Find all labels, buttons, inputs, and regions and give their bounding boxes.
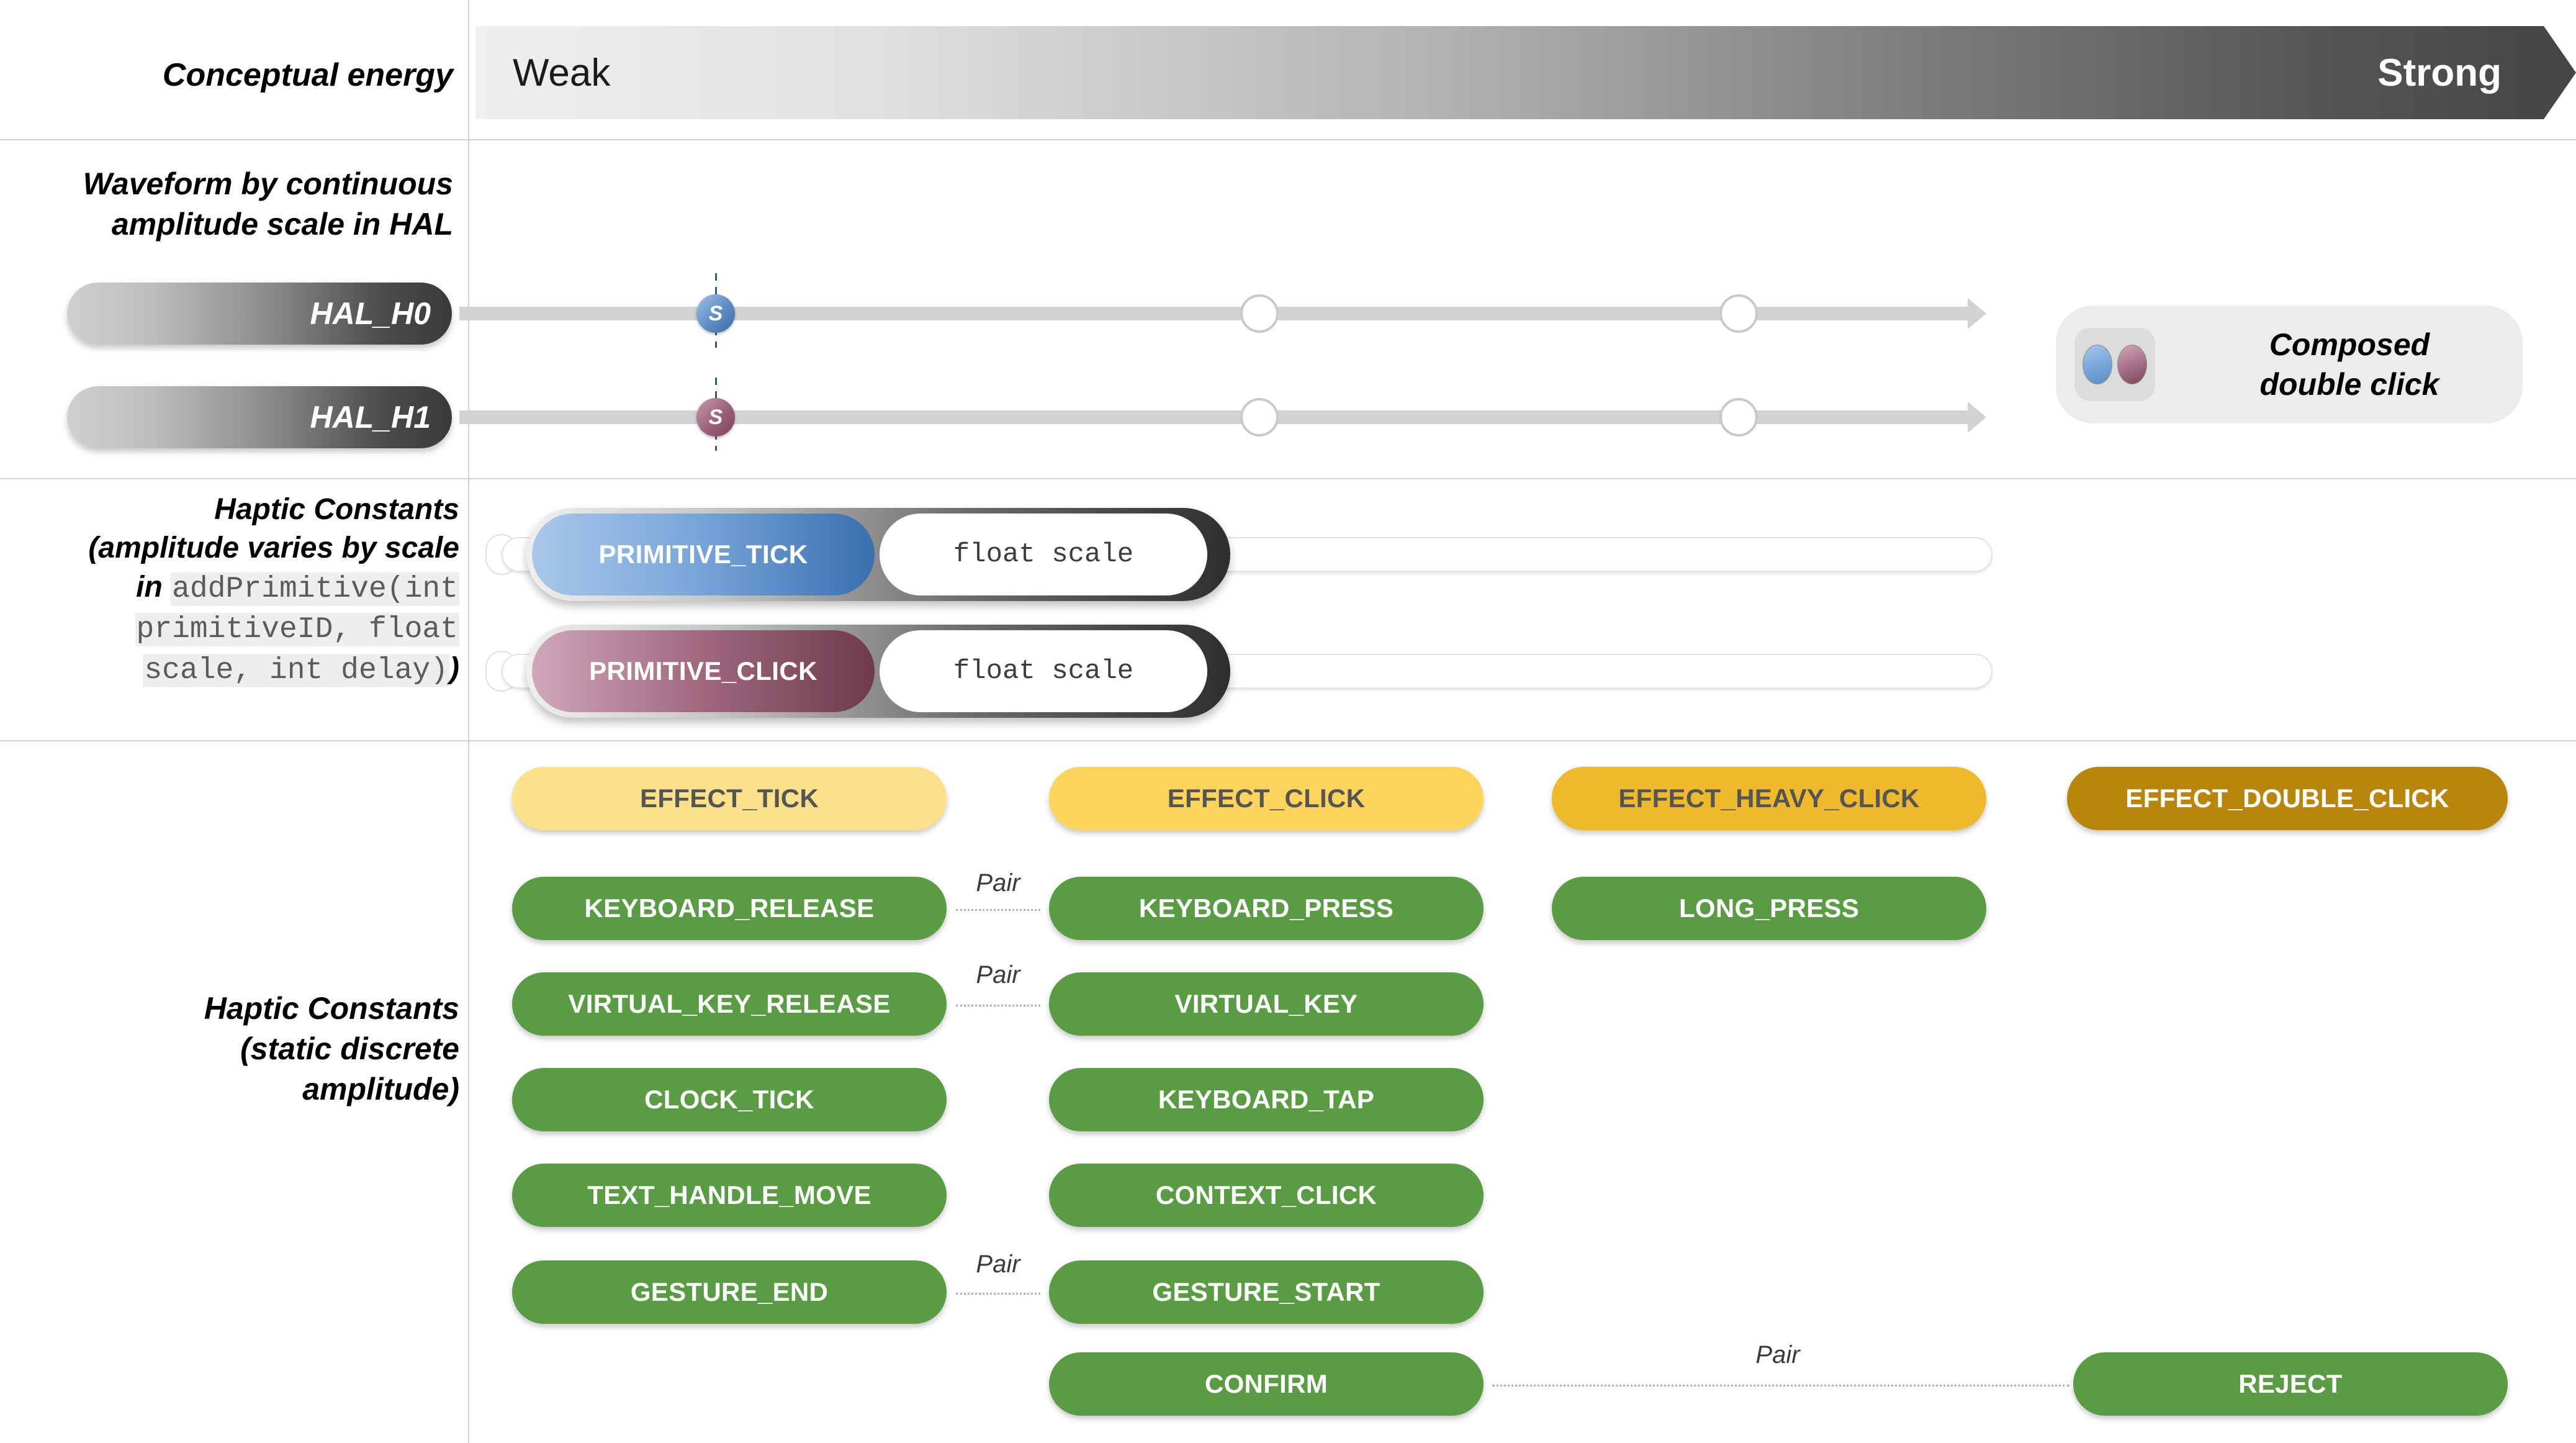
hal-h0-node-mid[interactable]: [1240, 294, 1279, 333]
constant-confirm[interactable]: CONFIRM: [1049, 1352, 1484, 1416]
composed-double-click-icon: [2074, 328, 2155, 401]
effect-double-click-pill[interactable]: EFFECT_DOUBLE_CLICK: [2067, 767, 2508, 830]
hal-h1-node-high[interactable]: [1719, 398, 1758, 437]
pair-connector-gesture: [956, 1293, 1040, 1295]
primitive-label-in: in: [136, 570, 171, 604]
primitive-code-3: scale, int delay): [143, 653, 450, 687]
pair-label-gesture: Pair: [976, 1251, 1020, 1278]
effect-double-click-label: EFFECT_DOUBLE_CLICK: [2125, 784, 2449, 813]
pair-connector-virtual-key: [956, 1005, 1040, 1006]
primitive-click-capsule[interactable]: PRIMITIVE_CLICK float scale: [526, 625, 1230, 718]
constant-label: GESTURE_END: [630, 1277, 829, 1306]
primitive-click-arg: float scale: [880, 630, 1207, 712]
constant-gesture-end[interactable]: GESTURE_END: [512, 1260, 947, 1324]
column-divider: [468, 0, 469, 1443]
static-label-line1: Haptic Constants: [204, 991, 459, 1026]
primitive-label-close-paren: ): [449, 651, 459, 685]
hal-h0-label: HAL_H0: [310, 296, 431, 331]
constant-reject[interactable]: REJECT: [2073, 1352, 2508, 1416]
static-label-line2: (static discrete: [240, 1031, 459, 1066]
constant-label: CONFIRM: [1204, 1369, 1328, 1398]
constant-virtual-key[interactable]: VIRTUAL_KEY: [1049, 972, 1484, 1036]
constant-long-press[interactable]: LONG_PRESS: [1552, 877, 1986, 940]
effect-tick-pill[interactable]: EFFECT_TICK: [512, 767, 947, 830]
composed-text-line1: Composed: [2269, 327, 2430, 362]
row-label-primitive-constants: Haptic Constants (amplitude varies by sc…: [25, 491, 459, 690]
hal-h1-track: [459, 410, 1968, 424]
row-label-waveform: Waveform by continuous amplitude scale i…: [25, 164, 453, 245]
effect-click-pill[interactable]: EFFECT_CLICK: [1049, 767, 1484, 830]
primitive-label-line3: in addPrimitive(int: [25, 568, 459, 608]
primitive-tick-arg: float scale: [880, 513, 1207, 595]
constant-keyboard-tap[interactable]: KEYBOARD_TAP: [1049, 1068, 1484, 1131]
constant-label: KEYBOARD_RELEASE: [584, 893, 875, 923]
divider-energy: [0, 139, 2576, 140]
row-label-conceptual-energy: Conceptual energy: [162, 57, 453, 93]
effect-heavy-click-label: EFFECT_HEAVY_CLICK: [1618, 784, 1920, 813]
constant-clock-tick[interactable]: CLOCK_TICK: [512, 1068, 947, 1131]
hal-h0-node-high[interactable]: [1719, 294, 1758, 333]
constant-keyboard-press[interactable]: KEYBOARD_PRESS: [1049, 877, 1484, 940]
row-label-waveform-line1: Waveform by continuous: [83, 166, 453, 201]
constant-label: TEXT_HANDLE_MOVE: [587, 1180, 871, 1210]
constant-label: VIRTUAL_KEY: [1174, 989, 1358, 1018]
primitive-tick-capsule[interactable]: PRIMITIVE_TICK float scale: [526, 508, 1230, 601]
static-label-line3: amplitude): [302, 1072, 459, 1106]
pair-label-virtual-key: Pair: [976, 961, 1020, 988]
hal-h1-track-arrowhead: [1968, 402, 1986, 433]
constant-label: CLOCK_TICK: [644, 1085, 814, 1114]
row-label-waveform-line2: amplitude scale in HAL: [111, 207, 453, 242]
primitive-label-line1: Haptic Constants: [214, 493, 459, 526]
primitive-code-2: primitiveID, float: [135, 613, 459, 647]
pair-label-confirm-reject: Pair: [1755, 1341, 1800, 1368]
hal-h0-pill[interactable]: HAL_H0: [67, 283, 452, 345]
composed-double-click-text: Composed double click: [2176, 325, 2523, 404]
pair-connector-keyboard: [956, 909, 1040, 911]
composed-text-line2: double click: [2259, 367, 2439, 402]
effect-tick-label: EFFECT_TICK: [640, 784, 819, 813]
pair-connector-confirm-reject: [1492, 1385, 2069, 1386]
primitive-label-line5: scale, int delay)): [25, 649, 459, 690]
constant-label: LONG_PRESS: [1678, 893, 1860, 923]
effect-heavy-click-pill[interactable]: EFFECT_HEAVY_CLICK: [1552, 767, 1986, 830]
primitive-label-line2: (amplitude varies by scale: [88, 532, 459, 565]
effect-click-label: EFFECT_CLICK: [1167, 784, 1366, 813]
constant-virtual-key-release[interactable]: VIRTUAL_KEY_RELEASE: [512, 972, 947, 1036]
hal-h0-node-scalable[interactable]: S: [696, 294, 735, 333]
primitive-code-1: addPrimitive(int: [171, 572, 459, 606]
hal-h0-marker-letter: S: [708, 301, 723, 325]
constant-label: KEYBOARD_PRESS: [1138, 893, 1394, 923]
primitive-label-line4: primitiveID, float: [25, 608, 459, 649]
hal-h0-track: [459, 307, 1968, 320]
hal-h1-node-mid[interactable]: [1240, 398, 1279, 437]
composed-dot-tick: [2083, 345, 2112, 384]
constant-text-handle-move[interactable]: TEXT_HANDLE_MOVE: [512, 1164, 947, 1227]
composed-dot-click: [2117, 345, 2147, 384]
hal-h1-marker-letter: S: [708, 405, 723, 429]
conceptual-energy-arrow: Weak Strong: [475, 26, 2576, 119]
energy-weak-label: Weak: [513, 51, 611, 94]
pair-label-keyboard: Pair: [976, 869, 1020, 897]
hal-h1-label: HAL_H1: [310, 400, 431, 435]
constant-keyboard-release[interactable]: KEYBOARD_RELEASE: [512, 877, 947, 940]
constant-gesture-start[interactable]: GESTURE_START: [1049, 1260, 1484, 1324]
constant-label: KEYBOARD_TAP: [1158, 1085, 1375, 1114]
constant-label: CONTEXT_CLICK: [1155, 1180, 1377, 1210]
hal-h0-track-arrowhead: [1968, 298, 1986, 329]
row-label-static-constants: Haptic Constants (static discrete amplit…: [25, 988, 459, 1110]
primitive-click-label: PRIMITIVE_CLICK: [532, 630, 875, 712]
constant-label: GESTURE_START: [1152, 1277, 1380, 1306]
hal-h1-pill[interactable]: HAL_H1: [67, 386, 452, 448]
primitive-tick-label: PRIMITIVE_TICK: [532, 513, 875, 595]
hal-h1-node-scalable[interactable]: S: [696, 398, 735, 437]
composed-double-click-card[interactable]: Composed double click: [2056, 305, 2523, 423]
constant-label: VIRTUAL_KEY_RELEASE: [568, 989, 891, 1018]
energy-strong-label: Strong: [2377, 51, 2502, 94]
divider-primitive: [0, 740, 2576, 741]
constant-context-click[interactable]: CONTEXT_CLICK: [1049, 1164, 1484, 1227]
constant-label: REJECT: [2238, 1369, 2343, 1398]
divider-waveform: [0, 478, 2576, 479]
